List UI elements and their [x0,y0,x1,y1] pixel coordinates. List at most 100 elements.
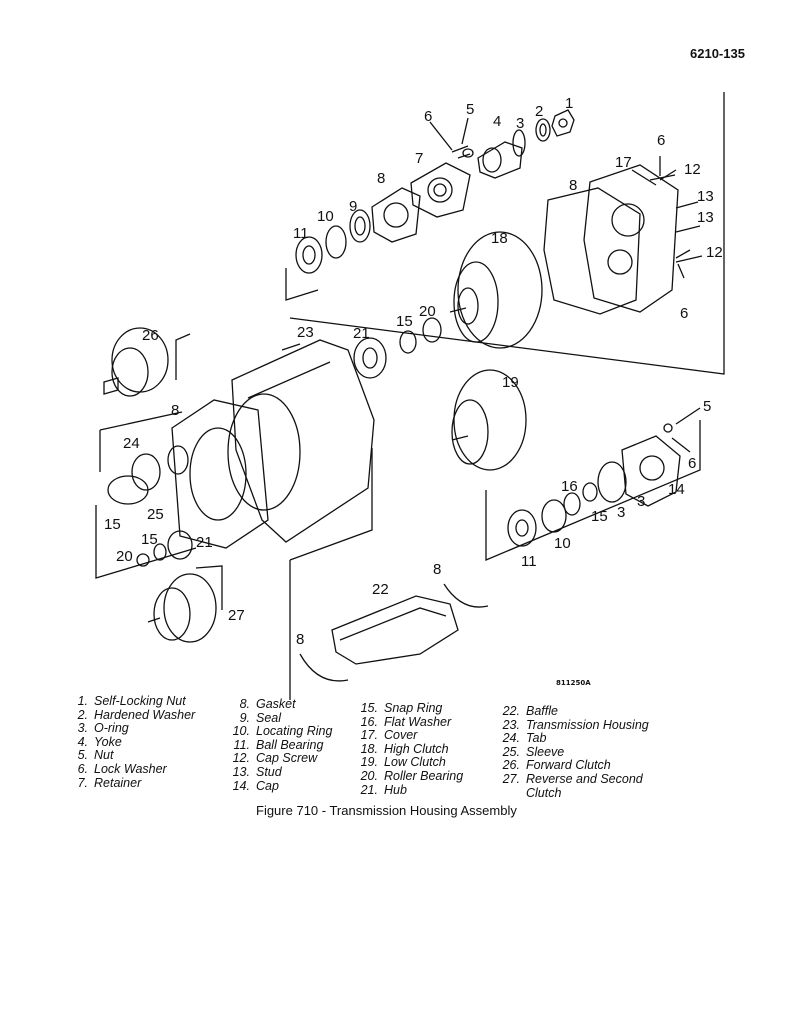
legend-item-number: 27. [502,771,520,786]
legend-item: 22.Baffle [498,704,649,719]
legend-item: 2. Hardened Washer [66,707,196,723]
legend-item: 1. Self-Locking Nut [66,694,195,709]
legend-item-number: 12. [232,751,250,766]
callout-20: 20 [419,303,436,320]
callout-13-lower: 13 [697,209,714,226]
callout-6: 6 [424,108,432,125]
legend-item: 18. High Clutch [356,741,463,757]
cover-group [543,164,703,315]
lower-hub-group [136,530,193,567]
legend-item-number: 18. [360,741,378,756]
legend-item-number: 3. [77,721,88,736]
legend-item-number: 9. [239,710,250,725]
legend-item-name: Low Clutch [384,755,446,770]
legend-item-name: Clutch [526,785,562,800]
callout-26: 26 [142,327,159,344]
legend-item-number: 20. [360,768,378,783]
legend-item: 10.Locating Ring [228,725,333,739]
legend-item-name: Seal [256,710,282,725]
legend-item: 9. Seal [228,710,332,726]
callout-13-upper: 13 [697,188,714,205]
lower-right-bracket [289,420,701,700]
legend-item: 23.Transmission Housing [498,717,649,733]
callout-10-right: 10 [554,535,571,552]
legend-item-number: 6. [77,761,88,776]
gasket-upper [371,187,421,243]
legend-item-number: 14. [232,778,250,793]
legend-item: 14.Cap [228,778,332,794]
legend-item-name: O-ring [94,721,129,736]
legend-item-name: Hub [384,782,407,797]
legend-item: 7.Retainer [66,775,195,791]
forward-clutch [103,327,191,397]
callout-8-right: 8 [569,177,577,194]
legend-item-number: 22. [502,704,520,718]
legend-item: 17.Cover [356,729,463,743]
legend-item-number: 8. [239,697,250,711]
legend-item-name: Snap Ring [384,701,443,715]
callout-8: 8 [377,170,385,187]
callout-3-lower: 3 [617,504,625,521]
drawing-strokes [95,92,725,700]
callout-15: 15 [396,313,413,330]
legend-item: 13. Stud [228,764,332,780]
legend-item-number: 13. [232,764,250,779]
callout-14: 14 [668,481,685,498]
legend-item-name: Cap Screw [256,751,318,766]
callout-15-right: 15 [591,508,608,525]
legend-item: 21.Hub [356,782,463,798]
legend-item: 6.Lock Washer [66,761,195,777]
legend-item-number: 15. [360,701,378,715]
legend-item-name: Forward Clutch [526,758,611,773]
yoke-group [477,109,575,179]
callout-20-left: 20 [116,548,133,565]
legend-item: 3. O-ring [66,722,195,736]
legend-item-name: Transmission Housing [526,717,649,732]
callout-21-left: 21 [196,534,213,551]
callout-18: 18 [491,230,508,247]
callout-11-right: 11 [521,553,537,570]
callout-19: 19 [502,374,519,391]
transmission-housing [227,339,375,543]
callout-15-left: 15 [104,516,121,533]
callout-8-baffle-left: 8 [296,631,304,648]
legend-item-name: Hardened Washer [94,707,196,722]
callout-3: 3 [516,115,524,132]
legend-item: 20. Roller Bearing [356,768,464,784]
callout-25: 25 [147,506,164,523]
legend-item-number: 24. [502,731,520,746]
callout-11: 11 [293,225,309,242]
callout-6-upper-right: 6 [657,132,665,149]
legend-item-name: Ball Bearing [256,737,324,752]
baffle [331,595,459,665]
legend-item-number: 1. [77,694,88,708]
legend-item-name: Self-Locking Nut [94,694,186,708]
baffle-gasket-left [299,653,349,682]
legend-item: 19. Low Clutch [356,756,463,770]
callout-9: 9 [349,198,357,215]
callout-12-lower: 12 [706,244,723,261]
legend-item-name: High Clutch [384,741,449,756]
legend-item-name: Reverse and Second [526,771,643,786]
callout-3-right: 3 [637,493,645,510]
legend-item-name: Nut [94,748,114,763]
figure-caption: Figure 710 - Transmission Housing Assemb… [256,803,517,818]
legend-column-1: 1. Self-Locking Nut 2. Hardened Washer 3. O-r… [66,694,196,791]
legend-item-name: Retainer [94,775,142,790]
legend-item: 16.Flat Washer [356,715,463,730]
callout-17: 17 [615,154,632,171]
bearing-group-upper [295,209,371,274]
legend-item-name: Roller Bearing [384,768,464,783]
legend-item-name: Stud [256,764,282,779]
reverse-second-clutch [147,565,223,643]
callout-24: 24 [123,435,140,452]
page-id: 6210-135 [690,46,745,61]
gasket-left [171,399,269,549]
legend-item-number: 2. [77,707,88,722]
legend-item-number: 19. [360,755,378,770]
baffle-gasket-right [443,583,489,608]
legend-item-number: 17. [360,728,378,743]
